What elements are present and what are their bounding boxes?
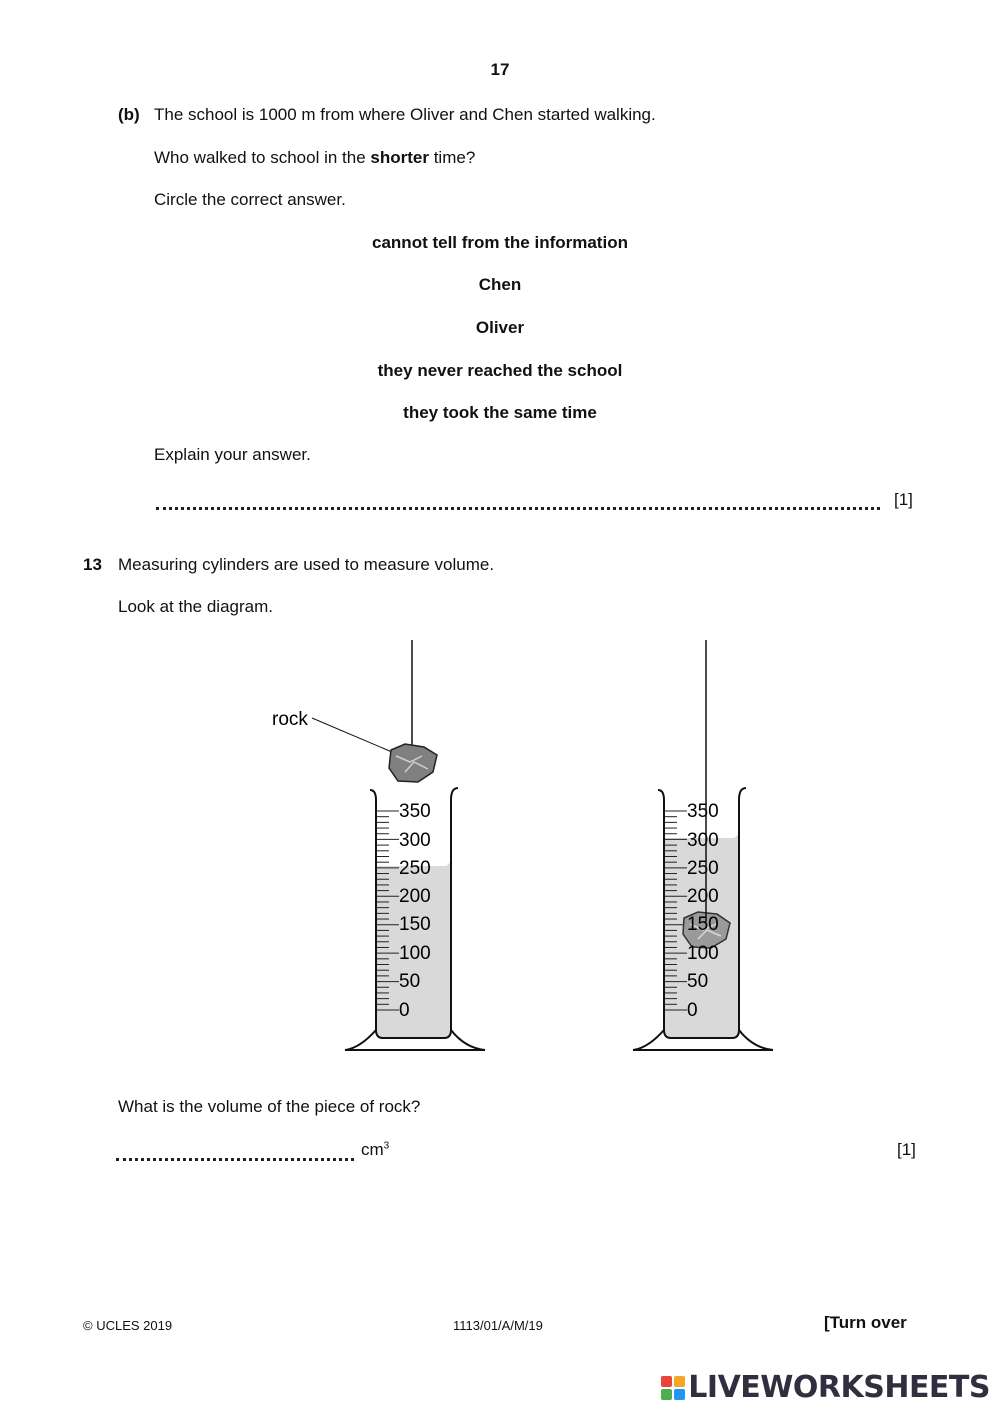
scale-label: 250	[399, 858, 431, 879]
scale-label: 0	[687, 1000, 698, 1021]
logo-square	[674, 1375, 686, 1387]
scale-label: 50	[399, 971, 420, 992]
scale-label: 350	[687, 801, 719, 822]
unit-label: cm3	[361, 1140, 389, 1160]
scale-label: 350	[399, 801, 431, 822]
q13-marks: [1]	[897, 1140, 916, 1159]
scale-label: 300	[399, 830, 431, 851]
copyright: © UCLES 2019	[83, 1318, 173, 1333]
q13-statement: Measuring cylinders are used to measure …	[118, 555, 495, 574]
left-cylinder: 350 300 250 200 150 100 50 0	[344, 787, 486, 1051]
question-text-bold: shorter	[370, 148, 429, 167]
question-text-pre: Who walked to school in the	[154, 148, 371, 167]
scale-label: 250	[687, 858, 719, 879]
right-cylinder: 350 300 250 200 150 100 50 0	[632, 640, 774, 1051]
scale-label: 100	[687, 943, 719, 964]
logo-square	[674, 1388, 686, 1400]
scale-label: 100	[399, 943, 431, 964]
part-b-question: Who walked to school in the shorter time…	[154, 148, 475, 168]
cylinder-base	[344, 1029, 486, 1051]
page-number: 17	[490, 60, 510, 79]
logo-text: LIVEWORKSHEETS	[688, 1370, 990, 1405]
explain-prompt: Explain your answer.	[154, 445, 311, 464]
logo-square	[661, 1388, 673, 1400]
question-number: 13	[83, 555, 102, 574]
explain-answer-line[interactable]	[156, 507, 880, 510]
liveworksheets-logo: LIVEWORKSHEETS	[661, 1370, 990, 1405]
scale-label: 0	[399, 1000, 410, 1021]
unit-power: 3	[383, 1140, 390, 1152]
scale-label: 200	[399, 886, 431, 907]
logo-grid-icon	[661, 1375, 686, 1400]
q13-look: Look at the diagram.	[118, 597, 273, 616]
scale-label: 150	[399, 914, 431, 935]
part-b-statement: The school is 1000 m from where Oliver a…	[154, 105, 656, 124]
answer-option[interactable]: Chen	[478, 275, 522, 294]
cylinder-base	[632, 1029, 774, 1051]
logo-square	[661, 1375, 673, 1387]
volume-answer-line[interactable]	[116, 1158, 354, 1161]
scale-label: 50	[687, 971, 708, 992]
question-text-post: time?	[428, 148, 476, 167]
rock-above: rock	[272, 640, 438, 783]
answer-option[interactable]: Oliver	[475, 318, 525, 337]
rock-pointer-line	[311, 717, 393, 753]
scale-ticks	[665, 810, 687, 1011]
measuring-cylinders-diagram: 350 300 250 200 150 100 50 0 rock 350 30…	[272, 640, 774, 1051]
rock-texture	[395, 755, 429, 773]
scale-label: 300	[687, 830, 719, 851]
part-b-instruction: Circle the correct answer.	[154, 190, 346, 209]
part-b-marks: [1]	[894, 490, 913, 509]
cylinder-wall	[657, 787, 747, 1039]
scale-label: 200	[687, 886, 719, 907]
turn-over: [Turn over	[824, 1313, 907, 1332]
liquid	[376, 858, 451, 1038]
unit-text: cm	[361, 1140, 384, 1159]
rock-label: rock	[272, 709, 308, 730]
answer-option[interactable]: they never reached the school	[377, 361, 623, 380]
part-label: (b)	[118, 105, 140, 124]
answer-option[interactable]: cannot tell from the information	[372, 233, 628, 252]
scale-label: 150	[687, 914, 719, 935]
q13-question: What is the volume of the piece of rock?	[118, 1097, 421, 1116]
paper-code: 1113/01/A/M/19	[453, 1318, 543, 1333]
answer-option[interactable]: they took the same time	[403, 403, 597, 422]
cylinder-wall	[369, 787, 459, 1039]
scale-ticks	[377, 810, 399, 1011]
rock-texture	[689, 923, 722, 940]
